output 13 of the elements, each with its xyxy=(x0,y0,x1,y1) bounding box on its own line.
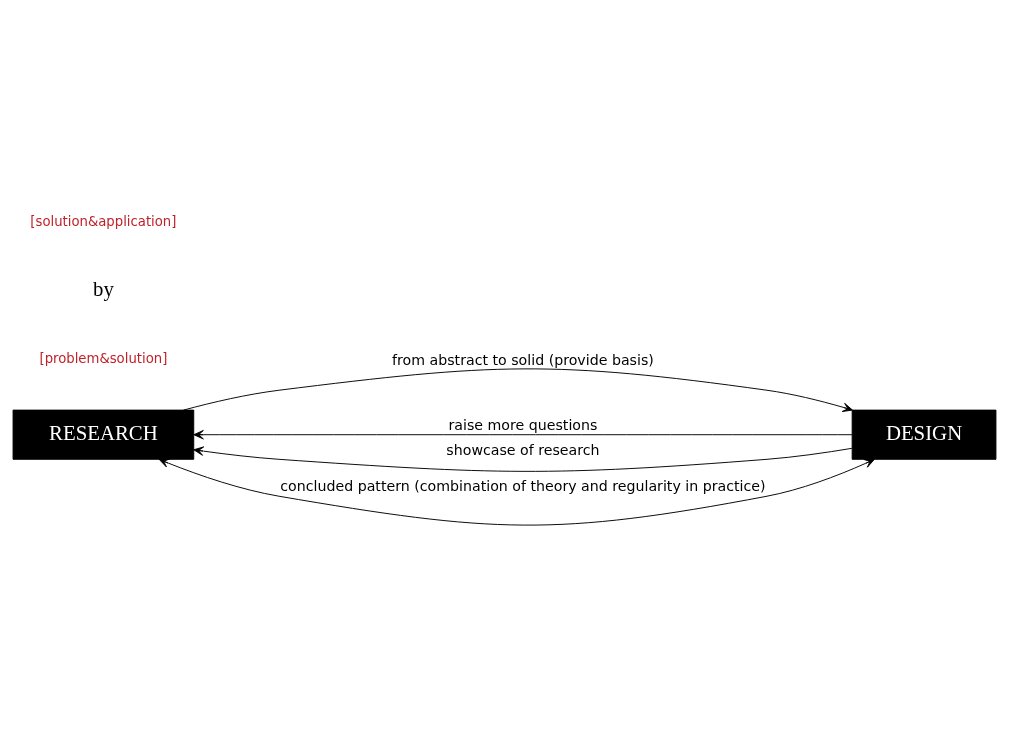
label: by xyxy=(93,277,114,302)
arrow xyxy=(193,430,853,440)
edge-label: raise more questions xyxy=(448,416,598,433)
edge-label: showcase of research xyxy=(446,441,600,458)
edge-label: concluded pattern (combination of theory and regularity in practice) xyxy=(280,478,766,495)
arrow xyxy=(193,446,853,472)
node-box: RESEARCH xyxy=(12,409,195,460)
label: [problem&solution] xyxy=(39,350,168,366)
arrow xyxy=(158,458,875,526)
label: [solution&application] xyxy=(30,214,177,230)
node-box: DESIGN xyxy=(851,409,997,460)
arrow xyxy=(183,368,853,412)
edge-label: from abstract to solid (provide basis) xyxy=(392,351,654,368)
